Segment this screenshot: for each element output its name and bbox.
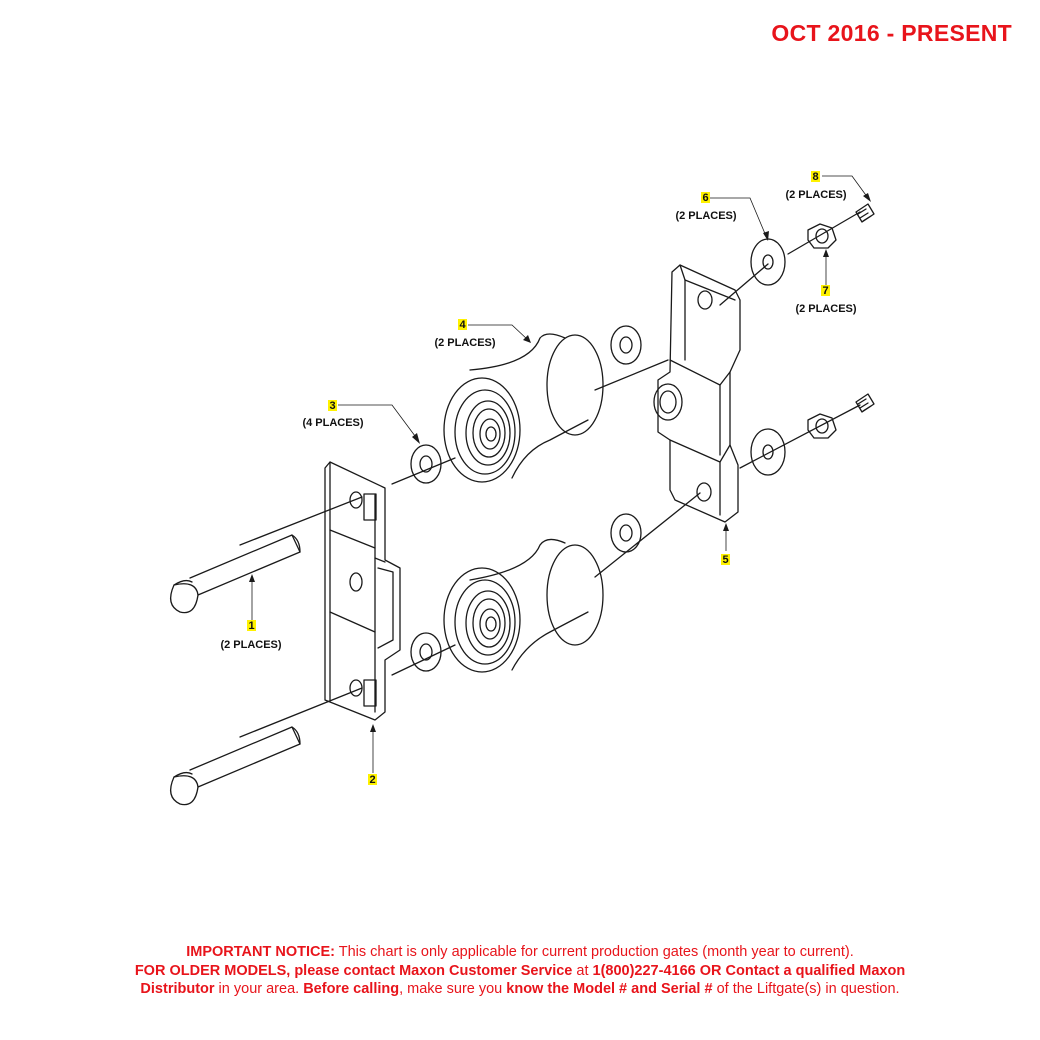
notice-text-1: This chart is only applicable for curren… xyxy=(334,944,854,960)
callout-1-qty: (2 PLACES) xyxy=(220,639,281,651)
callout-1: 1 (2 PLACES) xyxy=(220,620,282,651)
callout-4-qty: (2 PLACES) xyxy=(434,337,495,349)
hex-nut-lower xyxy=(807,413,837,439)
right-mounting-bracket xyxy=(653,264,741,523)
washer-right-lower xyxy=(610,513,642,553)
notice-line-3: Distributor in your area. Before calling… xyxy=(40,980,1000,999)
grease-fitting-lower xyxy=(855,393,875,413)
callout-arrowheads xyxy=(249,193,871,732)
callout-5: 5 xyxy=(721,554,730,566)
callout-6: 6 (2 PLACES) xyxy=(675,192,737,222)
notice-text-4: , make sure you xyxy=(399,981,507,997)
callout-4: 4 (2 PLACES) xyxy=(434,319,496,349)
washer-left-upper xyxy=(410,444,442,484)
callout-8: 8 (2 PLACES) xyxy=(785,171,847,201)
grease-fitting-upper xyxy=(855,203,875,223)
clevis-pin-upper xyxy=(169,534,301,614)
important-notice: IMPORTANT NOTICE: This chart is only app… xyxy=(40,943,1000,999)
callout-7-qty: (2 PLACES) xyxy=(795,303,856,315)
callout-5-number: 5 xyxy=(722,554,728,566)
callout-3-number: 3 xyxy=(329,400,335,412)
hex-nut-upper xyxy=(807,223,837,249)
notice-before-calling: Before calling xyxy=(303,981,400,997)
large-washer-upper xyxy=(750,238,786,286)
callout-7-number: 7 xyxy=(822,285,828,297)
washer-left-lower xyxy=(410,632,442,672)
notice-text-2: at xyxy=(572,962,593,979)
notice-distributor: Distributor xyxy=(140,981,215,997)
callout-7: 7 (2 PLACES) xyxy=(795,285,857,315)
clevis-pin-lower xyxy=(169,726,301,806)
notice-older-models: FOR OLDER MODELS, please contact Maxon C… xyxy=(134,962,573,979)
callout-8-number: 8 xyxy=(812,171,818,183)
callout-2-number: 2 xyxy=(369,774,375,786)
callout-2: 2 xyxy=(368,774,377,786)
roller-lower xyxy=(443,538,604,673)
notice-model-serial: know the Model # and Serial # xyxy=(506,981,713,997)
callout-6-qty: (2 PLACES) xyxy=(675,210,736,222)
callout-4-number: 4 xyxy=(459,319,466,331)
callout-1-number: 1 xyxy=(248,620,254,632)
washer-right-upper xyxy=(610,325,642,365)
callout-3: 3 (4 PLACES) xyxy=(302,400,364,429)
callout-6-number: 6 xyxy=(702,192,708,204)
notice-phone: 1(800)227-4166 OR Contact a qualified Ma… xyxy=(592,962,906,979)
notice-line-1: IMPORTANT NOTICE: This chart is only app… xyxy=(40,943,1000,962)
notice-text-5: of the Liftgate(s) in question. xyxy=(712,981,900,997)
date-range-label: OCT 2016 - PRESENT xyxy=(771,20,1012,46)
roller-upper xyxy=(443,333,604,483)
left-mounting-bracket xyxy=(324,461,401,721)
callout-3-qty: (4 PLACES) xyxy=(302,417,363,429)
notice-heading: IMPORTANT NOTICE: xyxy=(186,944,335,960)
notice-line-2: FOR OLDER MODELS, please contact Maxon C… xyxy=(40,962,1000,981)
notice-text-3: in your area. xyxy=(214,981,304,997)
callout-leader-lines xyxy=(251,175,869,773)
callout-8-qty: (2 PLACES) xyxy=(785,189,846,201)
large-washer-lower xyxy=(750,428,786,476)
